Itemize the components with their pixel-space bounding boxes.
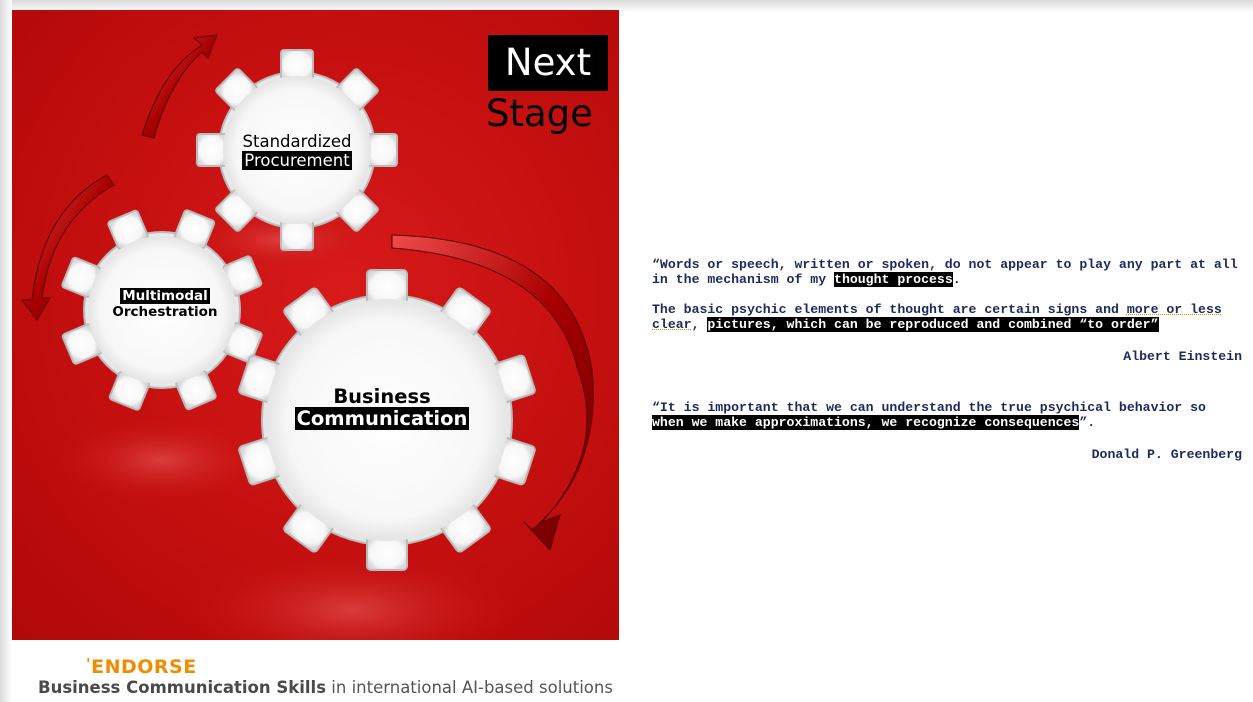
quote-text: The basic psychic elements of thought ar… bbox=[652, 302, 1127, 317]
gear-label-highlight: Procurement bbox=[242, 150, 352, 170]
tagline-rest: in international AI-based solutions bbox=[326, 678, 613, 697]
gear-label-highlight: Multimodal bbox=[120, 288, 210, 304]
reflection bbox=[182, 550, 522, 640]
quote-greenberg-paragraph: “It is important that we can understand … bbox=[652, 400, 1242, 430]
slide-top-shadow bbox=[0, 0, 1253, 12]
quote-text: “Words or speech, written or spoken, do … bbox=[652, 257, 1238, 287]
gear-label-line: Business bbox=[333, 385, 431, 408]
gear-multimodal-orchestration bbox=[61, 209, 263, 411]
cycle-arrow bbox=[21, 174, 115, 321]
quote-einstein-paragraph-1: “Words or speech, written or spoken, do … bbox=[652, 257, 1242, 287]
gear-label-highlight: Communication bbox=[294, 407, 470, 431]
gear-label-line: Orchestration bbox=[112, 303, 218, 320]
reflection bbox=[52, 415, 272, 505]
stage-title-highlight: Next bbox=[488, 35, 608, 91]
quote-text: , bbox=[691, 317, 708, 332]
quote-highlight: thought process bbox=[834, 272, 953, 287]
cycle-arrow bbox=[141, 34, 218, 139]
gear-label-line: Standardized bbox=[242, 132, 352, 151]
quote-highlight: when we make approximations, we recogniz… bbox=[652, 415, 1080, 430]
gear-label-business-communication: Business Communication bbox=[282, 385, 482, 431]
gear-label-multimodal-orchestration: Multimodal Orchestration bbox=[90, 288, 240, 320]
quotes-block: “Words or speech, written or spoken, do … bbox=[652, 257, 1242, 462]
quote-text: . bbox=[952, 272, 961, 287]
brand-name: ENDORSE bbox=[91, 656, 197, 678]
slide-left-shadow bbox=[0, 0, 12, 702]
gear-label-standardized-procurement: Standardized Procurement bbox=[222, 132, 372, 171]
stage-title-subline: Stage bbox=[486, 92, 593, 135]
gear-standardized-procurement bbox=[196, 49, 398, 251]
quote-text: ”. bbox=[1079, 415, 1096, 430]
brand-mark: ' bbox=[86, 655, 92, 673]
brand-logo: 'ENDORSE bbox=[86, 655, 197, 678]
tagline-bold: Business Communication Skills bbox=[38, 678, 327, 697]
quote-text: “It is important that we can understand … bbox=[652, 400, 1206, 415]
quote-underlined-text: more or less clear bbox=[652, 302, 1222, 332]
quote-highlight: pictures, which can be reproduced and co… bbox=[707, 317, 1159, 332]
gears-illustration-panel: Standardized Procurement Multimodal Orch… bbox=[12, 10, 619, 640]
quote-author-einstein: Albert Einstein bbox=[1123, 349, 1242, 364]
quote-einstein-paragraph-2: The basic psychic elements of thought ar… bbox=[652, 302, 1242, 332]
quote-author-greenberg: Donald P. Greenberg bbox=[1091, 447, 1242, 462]
cycle-arrow bbox=[391, 234, 594, 551]
footer-tagline: Business Communication Skills in interna… bbox=[38, 678, 613, 697]
